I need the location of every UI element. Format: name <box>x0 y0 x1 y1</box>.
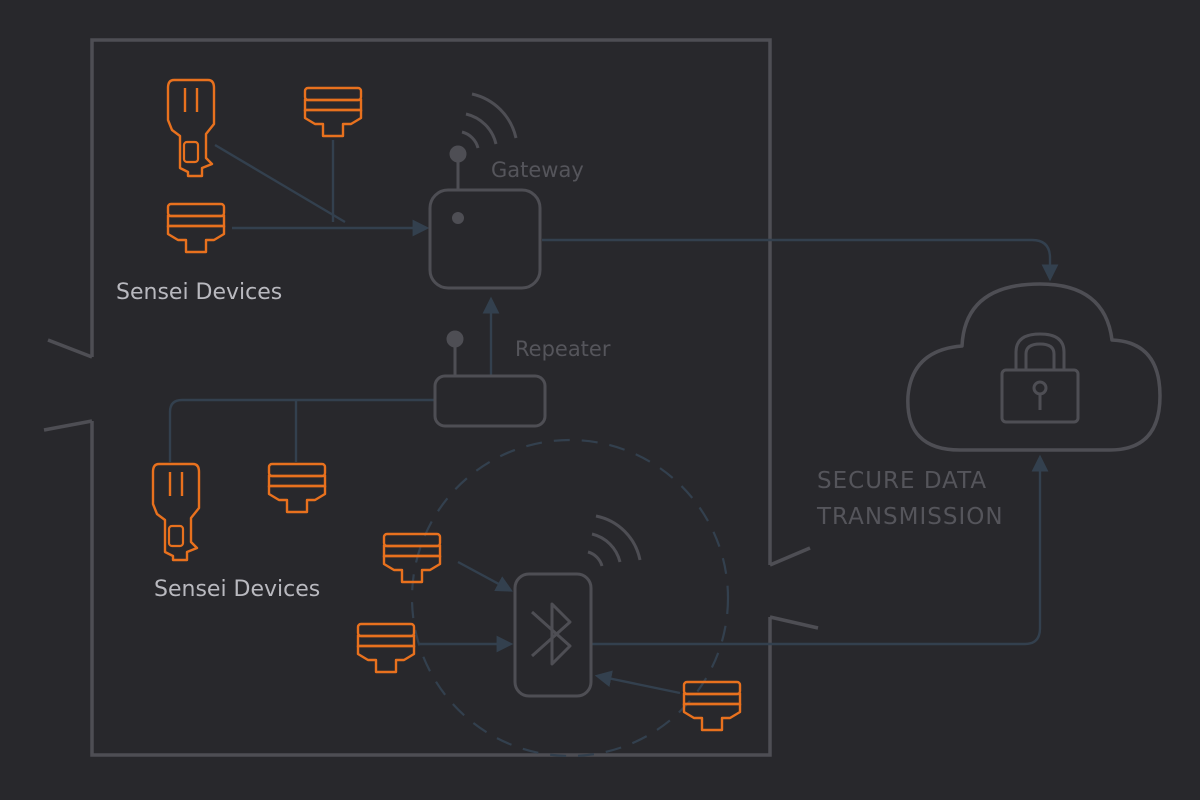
wall-opening-right-upper <box>769 546 811 567</box>
building-wall-bottom <box>90 421 772 757</box>
repeater-label: Repeater <box>515 337 611 361</box>
connectors <box>168 140 1059 695</box>
connector-repeater-to-plug <box>168 398 434 462</box>
connector-plug-to-junction <box>214 143 346 224</box>
plug-device-icon <box>151 462 201 562</box>
sensei-devices-label-top: Sensei Devices <box>116 280 282 305</box>
secure-transmission-line1: SECURE DATA <box>817 468 987 494</box>
clip-device-icon <box>682 680 742 732</box>
wall-opening-left-upper <box>47 338 93 359</box>
gateway-label: Gateway <box>491 158 584 182</box>
connector-device-a-to-hub <box>457 560 513 592</box>
sensei-devices-label-bottom: Sensei Devices <box>154 577 320 602</box>
clip-device-icon <box>382 532 442 584</box>
building-wall-top <box>90 38 772 565</box>
clip-device-icon <box>356 622 416 674</box>
wall-opening-left-lower <box>43 419 93 432</box>
bluetooth-hub-icon <box>513 514 642 698</box>
connector-gateway-to-cloud <box>542 238 1059 282</box>
connector-hub-to-cloud <box>592 454 1049 646</box>
building-outline <box>43 38 819 757</box>
repeater-icon <box>433 330 547 428</box>
secure-transmission-line2: TRANSMISSION <box>816 504 1004 530</box>
clip-device-icon <box>303 86 363 138</box>
connector-device-c-to-hub <box>594 670 681 695</box>
gateway-icon <box>428 92 542 290</box>
padlock-icon <box>1000 332 1080 424</box>
bluetooth-range-circle <box>410 438 730 758</box>
plug-device-icon <box>166 78 216 178</box>
clip-device-icon <box>166 202 226 254</box>
wall-opening-right-lower <box>769 615 819 630</box>
cloud-icon <box>906 282 1162 452</box>
clip-device-icon <box>267 462 327 514</box>
